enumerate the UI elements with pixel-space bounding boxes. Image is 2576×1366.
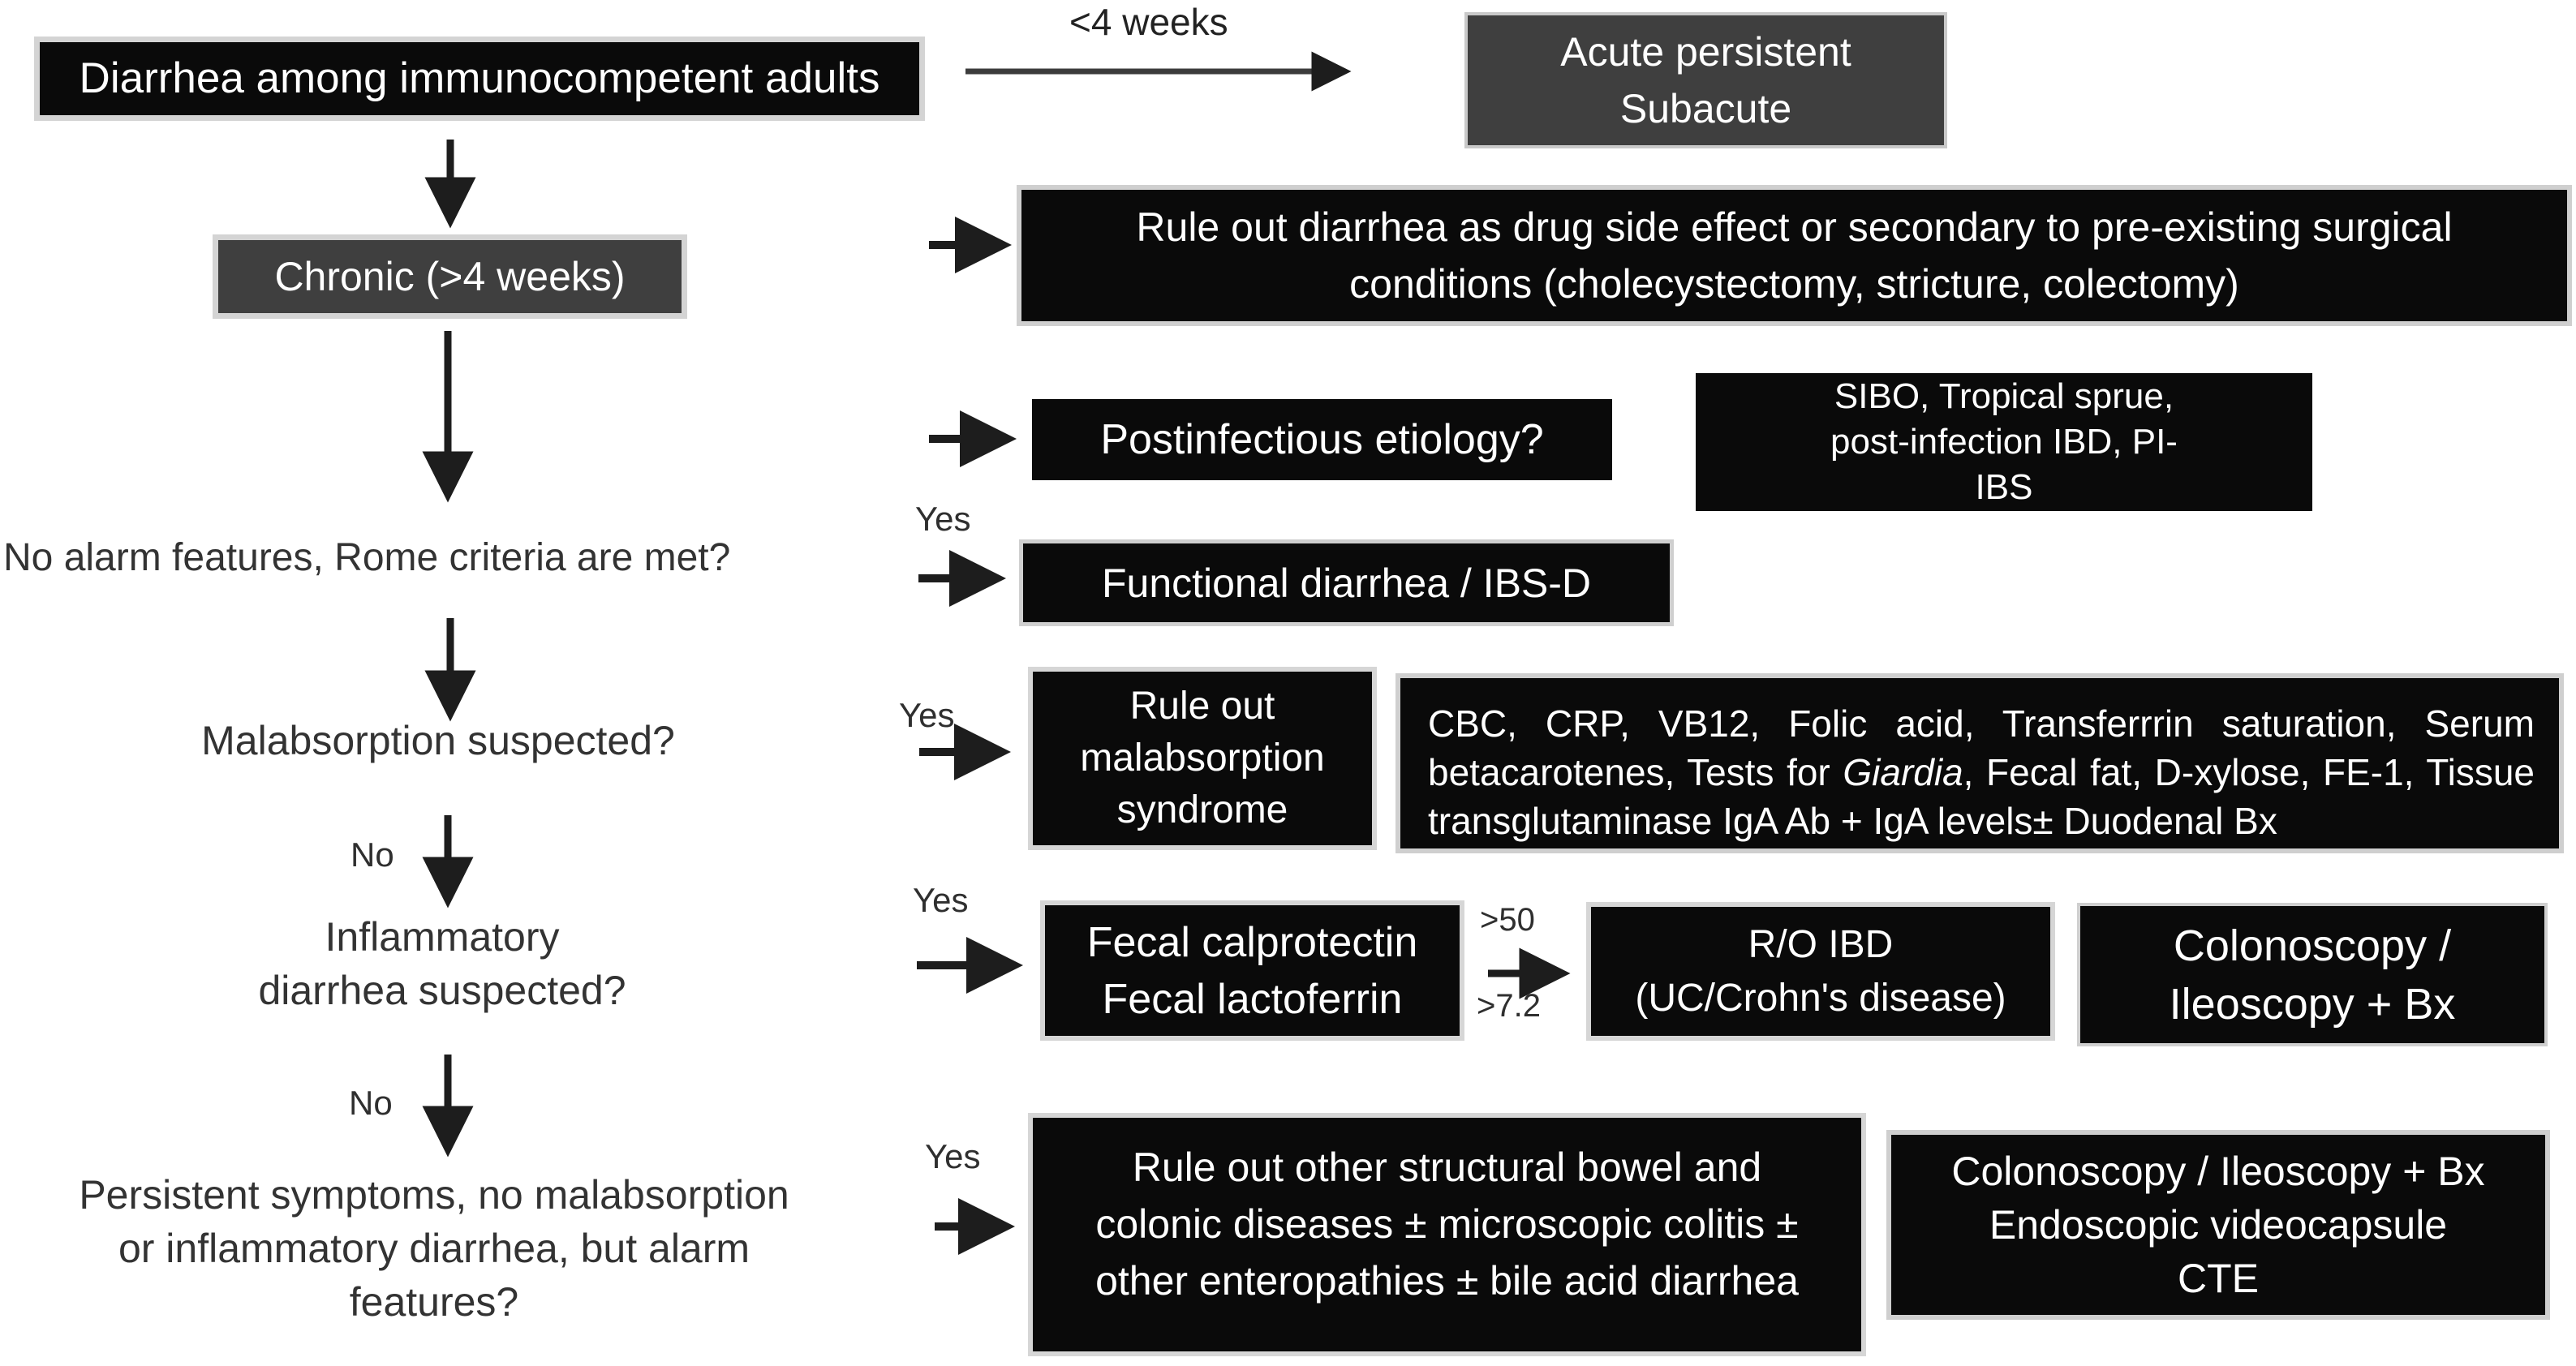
edge-label-yes-malabsorption: Yes xyxy=(899,696,955,734)
edge-label-gt50: >50 xyxy=(1480,902,1535,938)
node-colonoscopy-capsule: Colonoscopy / Ileoscopy + Bx Endoscopic … xyxy=(1886,1130,2550,1320)
edge-label-no-inflammatory: No xyxy=(349,1084,393,1122)
edge-label-yes-functional: Yes xyxy=(915,500,971,538)
question-malabsorption: Malabsorption suspected? xyxy=(201,718,675,763)
question-rome-criteria: No alarm features, Rome criteria are met… xyxy=(3,536,731,579)
edge-label-lt4weeks: <4 weeks xyxy=(1069,1,1228,43)
node-fecal-tests: Fecal calprotectin Fecal lactoferrin xyxy=(1040,900,1464,1041)
question-inflammatory: Inflammatory diarrhea suspected? xyxy=(258,914,626,1013)
question-persistent-symptoms: Persistent symptoms, no malabsorption or… xyxy=(79,1172,789,1325)
node-postinfectious: Postinfectious etiology? xyxy=(1032,399,1612,480)
node-sibo: SIBO, Tropical sprue, post-infection IBD… xyxy=(1696,373,2312,511)
node-malabsorption-labs: CBC, CRP, VB12, Folic acid, Transferrrin… xyxy=(1396,673,2564,853)
node-ro-ibd: R/O IBD (UC/Crohn's disease) xyxy=(1586,902,2055,1041)
node-chronic: Chronic (>4 weeks) xyxy=(213,234,687,319)
edge-label-yes-persistent: Yes xyxy=(925,1137,981,1175)
node-start: Diarrhea among immunocompetent adults xyxy=(34,37,925,121)
edge-label-yes-inflammatory: Yes xyxy=(913,881,969,919)
node-acute-persistent: Acute persistent Subacute xyxy=(1464,12,1947,148)
labs-text-part2: , Fecal fat, D-xylose, FE-1, Tissue tran… xyxy=(1428,751,2535,842)
node-colonoscopy-ileoscopy: Colonoscopy / Ileoscopy + Bx xyxy=(2077,903,2548,1046)
node-rule-out-malabsorption: Rule out malabsorption syndrome xyxy=(1028,667,1377,850)
node-functional-diarrhea: Functional diarrhea / IBS-D xyxy=(1019,539,1674,626)
node-rule-out-structural: Rule out other structural bowel and colo… xyxy=(1028,1113,1866,1356)
labs-text-giardia: Giardia xyxy=(1843,751,1963,793)
node-rule-out-drug: Rule out diarrhea as drug side effect or… xyxy=(1017,185,2572,326)
edge-label-gt72: >7.2 xyxy=(1477,988,1541,1024)
edge-label-no-malabsorption: No xyxy=(350,835,394,874)
labs-text-part1: CBC, CRP, VB12, Folic acid, Transferrrin… xyxy=(1428,702,2535,793)
